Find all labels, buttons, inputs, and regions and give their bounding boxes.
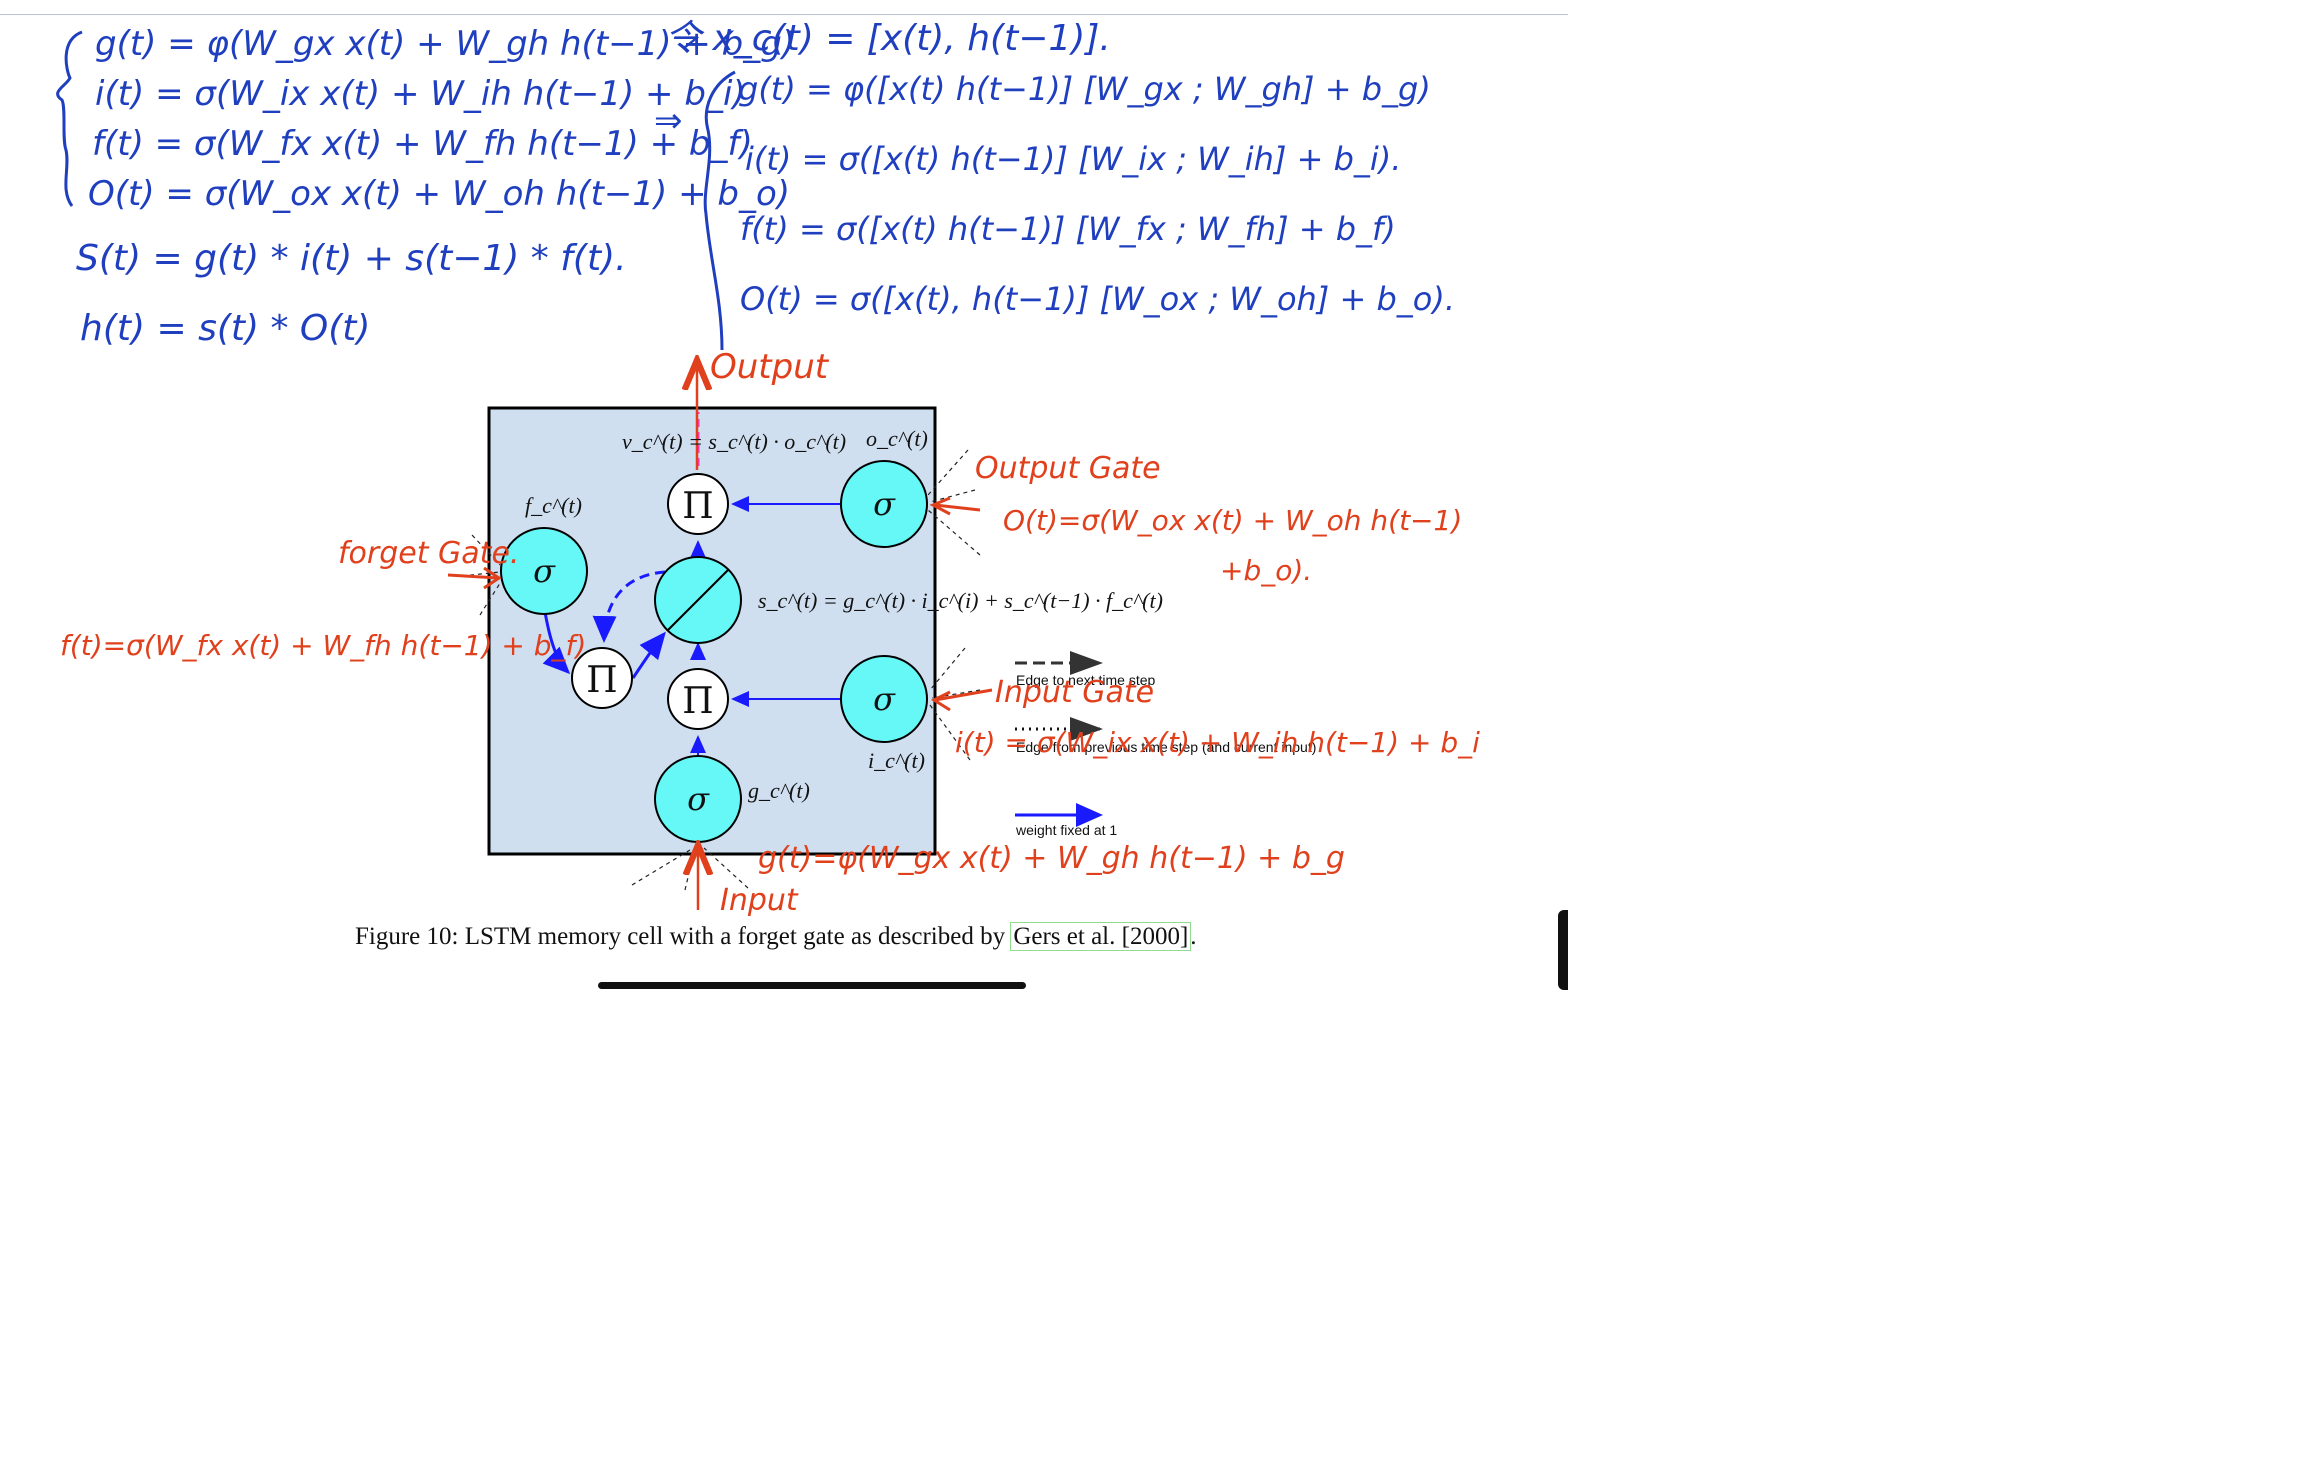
i-label: i_c^(t) xyxy=(868,748,925,773)
input-gate-label: Input Gate xyxy=(995,675,1154,710)
output-gate-eq1: O(t)=σ(W_ox x(t) + W_oh h(t−1) xyxy=(1003,504,1462,537)
output-gate-eq2: +b_o). xyxy=(1220,554,1312,587)
edge-f-to-pi xyxy=(542,611,571,675)
edge-scroll-handle[interactable] xyxy=(1558,910,1568,990)
mat-f: f(t) = σ([x(t) h(t−1)] [W_fx ; W_fh] + b… xyxy=(740,210,1396,248)
o-label: o_c^(t) xyxy=(866,426,928,451)
sigma-f: σ xyxy=(533,552,556,590)
sigma-o: σ xyxy=(873,485,896,523)
legend-dotted-text: Edge from previous time step (and curren… xyxy=(1016,739,1316,755)
pi-forget: Π xyxy=(586,660,617,701)
forget-gate-eq: f(t)=σ(W_fx x(t) + W_fh h(t−1) + b_f) xyxy=(60,629,586,662)
eq-i: i(t) = σ(W_ix x(t) + W_ih h(t−1) + b_i) xyxy=(95,74,746,114)
forget-gate-pointer xyxy=(447,566,502,590)
node-cell-state xyxy=(654,556,742,644)
right-brace xyxy=(703,70,736,351)
mat-i: i(t) = σ([x(t) h(t−1)] [W_ix ; W_ih] + b… xyxy=(745,140,1401,178)
legend: Edge to next time step Edge from previou… xyxy=(1015,651,1316,838)
pi-output: Π xyxy=(682,486,713,527)
node-product-input: Π xyxy=(667,668,729,730)
legend-dashed-text: Edge to next time step xyxy=(1016,672,1156,688)
eq-h: h(t) = s(t) * O(t) xyxy=(80,308,370,349)
eq-o: O(t) = σ(W_ox x(t) + W_oh h(t−1) + b_o) xyxy=(88,174,790,214)
note-canvas: g(t) = φ(W_gx x(t) + W_gh h(t−1) + b_g) … xyxy=(56,18,1480,918)
g-equation: g(t)=φ(W_gx x(t) + W_gh h(t−1) + b_g xyxy=(758,841,1345,876)
eq-g: g(t) = φ(W_gx x(t) + W_gh h(t−1) + b_g) xyxy=(95,24,795,64)
incoming-dotted-edges xyxy=(461,449,981,891)
s-equation: s_c^(t) = g_c^(t) · i_c^(i) + s_c^(t−1) … xyxy=(758,588,1163,613)
input-gate-pointer xyxy=(930,688,993,712)
legend-solid-text: weight fixed at 1 xyxy=(1015,822,1117,838)
mat-o: O(t) = σ([x(t), h(t−1)] [W_ox ; W_oh] + … xyxy=(740,280,1455,318)
v-equation: v_c^(t) = s_c^(t) · o_c^(t) xyxy=(622,429,846,454)
def-x: 令 x_c(t) = [x(t), h(t−1)]. xyxy=(665,18,1111,59)
mat-g: g(t) = φ([x(t) h(t−1)] [W_gx ; W_gh] + b… xyxy=(738,70,1431,108)
g-label: g_c^(t) xyxy=(748,778,810,803)
implies-arrow: ⇒ xyxy=(654,101,683,141)
figure-caption: Figure 10: LSTM memory cell with a forge… xyxy=(355,920,1285,953)
edge-pi-to-s2 xyxy=(631,631,666,679)
node-output-gate: σ xyxy=(840,460,928,548)
caption-end: . xyxy=(1190,923,1197,950)
top-divider xyxy=(0,14,1568,15)
node-product-forget: Π xyxy=(571,647,633,709)
input-label: Input xyxy=(720,883,799,918)
sigma-i: σ xyxy=(873,680,896,718)
citation-link[interactable]: Gers et al. [2000] xyxy=(1010,922,1192,951)
f-label: f_c^(t) xyxy=(525,493,582,518)
forget-gate-label: forget Gate. xyxy=(338,536,519,571)
node-input-g: σ xyxy=(654,755,742,843)
sigma-g: σ xyxy=(687,780,710,818)
eq-f: f(t) = σ(W_fx x(t) + W_fh h(t−1) + b_f) xyxy=(92,124,753,164)
node-product-output: Π xyxy=(667,473,729,535)
output-gate-label: Output Gate xyxy=(975,451,1161,486)
caption-text: Figure 10: LSTM memory cell with a forge… xyxy=(355,923,1006,950)
home-indicator[interactable] xyxy=(598,982,1026,989)
output-label: Output xyxy=(710,347,830,387)
node-input-gate: σ xyxy=(840,655,928,743)
input-gate-eq: i(t) = σ(W_ix x(t) + W_ih h(t−1) + b_i xyxy=(955,726,1480,759)
node-forget-gate: σ xyxy=(500,527,588,615)
edge-s-recurrent xyxy=(592,570,666,643)
output-gate-pointer xyxy=(929,496,981,516)
pi-input: Π xyxy=(682,681,713,722)
eq-s: S(t) = g(t) * i(t) + s(t−1) * f(t). xyxy=(76,238,627,279)
left-brace xyxy=(56,30,83,207)
